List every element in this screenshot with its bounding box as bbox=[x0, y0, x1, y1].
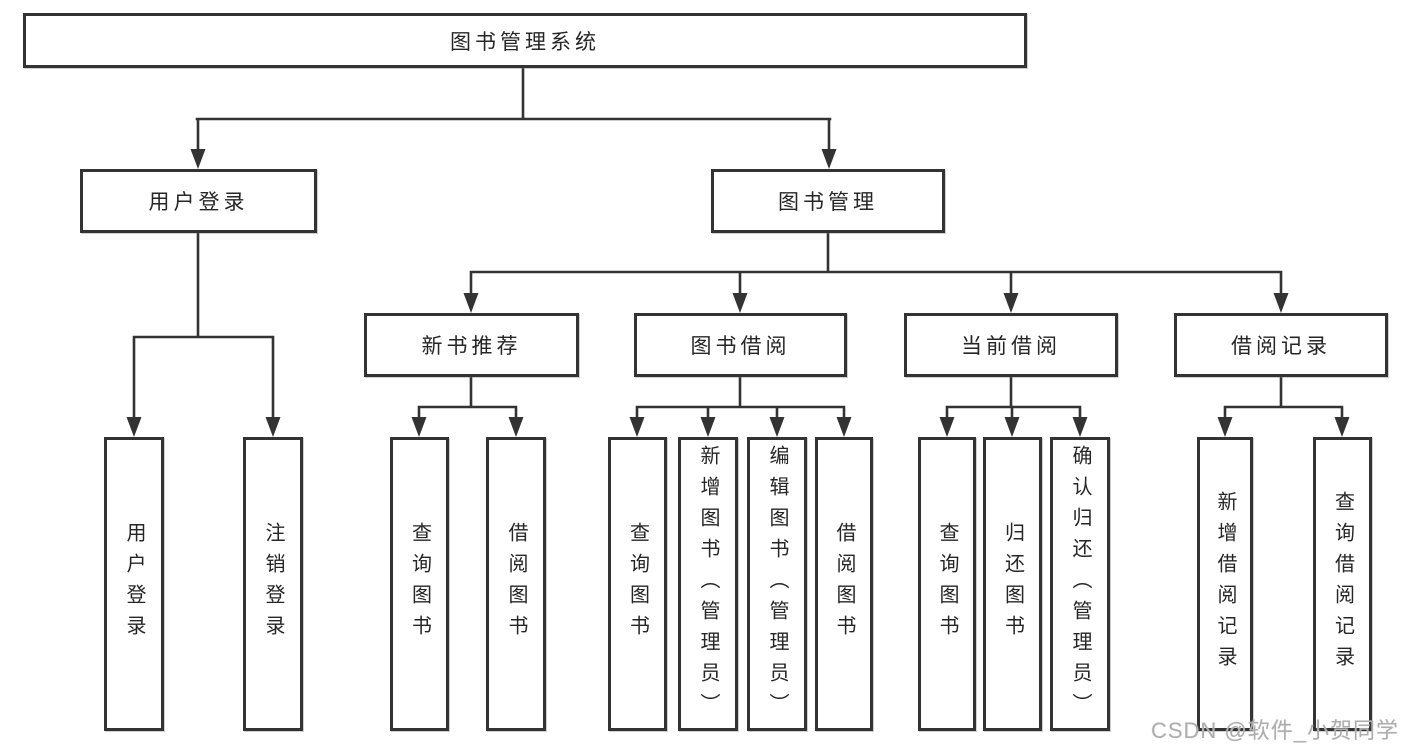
node-new-book-recommendation: 新书推荐 bbox=[364, 313, 579, 377]
leaf-current-return-books: 归还图书 bbox=[983, 437, 1042, 731]
leaf-logout-login: 注销登录 bbox=[243, 437, 303, 731]
leaf-borrow-add-books-admin-label: 新增图书（管理员） bbox=[697, 444, 719, 724]
leaf-newbook-query-books-label: 查询图书 bbox=[408, 522, 431, 646]
leaf-borrow-edit-books-admin: 编辑图书（管理员） bbox=[747, 437, 807, 731]
csdn-watermark: CSDN @软件_小贺同学 bbox=[1150, 718, 1399, 743]
leaf-user-login-label: 用户登录 bbox=[123, 522, 145, 646]
leaf-user-login: 用户登录 bbox=[104, 437, 164, 731]
leaf-records-add-borrow-record-label: 新增借阅记录 bbox=[1214, 491, 1236, 677]
node-book-management: 图书管理 bbox=[711, 169, 945, 233]
leaf-records-add-borrow-record: 新增借阅记录 bbox=[1197, 437, 1253, 731]
leaf-newbook-borrow-books-label: 借阅图书 bbox=[505, 522, 527, 646]
leaf-records-query-borrow-record: 查询借阅记录 bbox=[1313, 437, 1372, 731]
leaf-borrow-edit-books-admin-label: 编辑图书（管理员） bbox=[766, 444, 788, 724]
leaf-current-query-books-label: 查询图书 bbox=[936, 522, 958, 646]
leaf-borrow-query-books-label: 查询图书 bbox=[626, 522, 649, 646]
node-borrowing-records: 借阅记录 bbox=[1174, 313, 1388, 377]
leaf-borrow-query-books: 查询图书 bbox=[608, 437, 667, 731]
leaf-borrow-borrow-books-label: 借阅图书 bbox=[833, 522, 855, 646]
node-book-borrowing: 图书借阅 bbox=[634, 313, 847, 377]
leaf-borrow-add-books-admin: 新增图书（管理员） bbox=[678, 437, 738, 731]
leaf-current-confirm-return-admin-label: 确认归还（管理员） bbox=[1069, 444, 1091, 724]
leaf-newbook-query-books: 查询图书 bbox=[390, 437, 449, 731]
node-user-login: 用户登录 bbox=[80, 169, 317, 233]
leaf-current-confirm-return-admin: 确认归还（管理员） bbox=[1050, 437, 1110, 731]
leaf-current-query-books: 查询图书 bbox=[918, 437, 976, 731]
node-current-borrowing: 当前借阅 bbox=[904, 313, 1118, 377]
node-library-management-system: 图书管理系统 bbox=[23, 13, 1027, 68]
leaf-borrow-borrow-books: 借阅图书 bbox=[815, 437, 873, 731]
leaf-newbook-borrow-books: 借阅图书 bbox=[486, 437, 546, 731]
leaf-current-return-books-label: 归还图书 bbox=[1001, 522, 1024, 646]
leaf-logout-login-label: 注销登录 bbox=[262, 522, 284, 646]
leaf-records-query-borrow-record-label: 查询借阅记录 bbox=[1331, 491, 1354, 677]
